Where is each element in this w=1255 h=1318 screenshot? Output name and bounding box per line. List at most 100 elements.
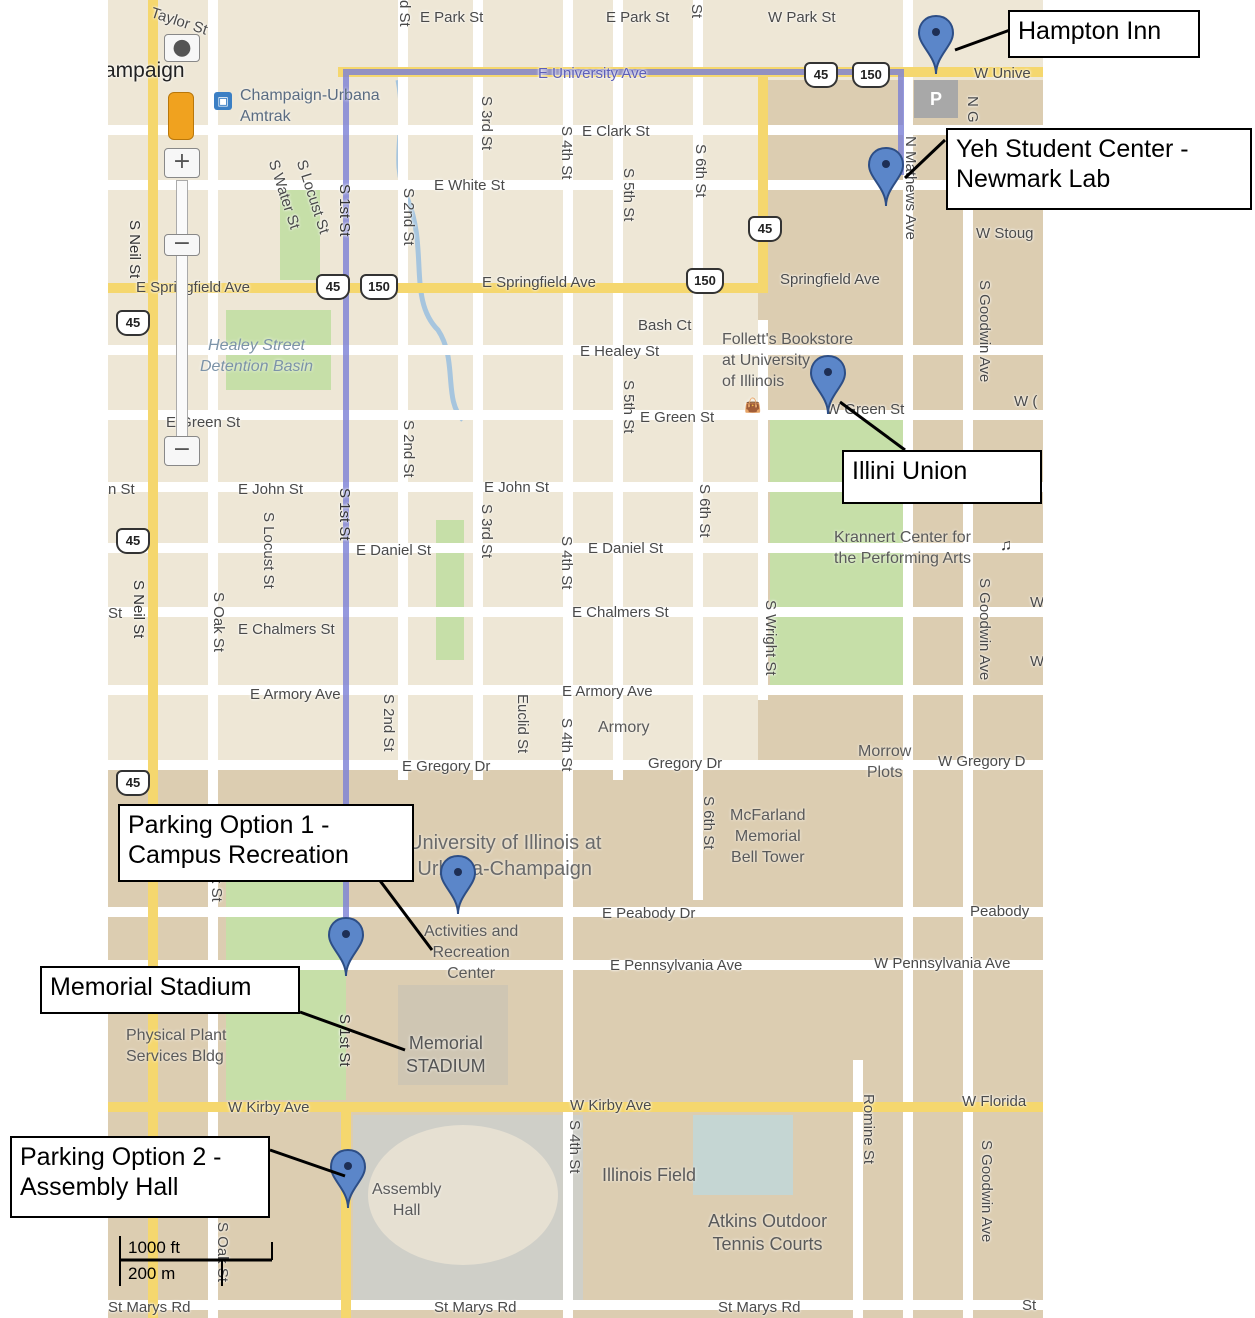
parking2-pin-icon[interactable] xyxy=(328,1148,368,1210)
street-daniel-e2: E Daniel St xyxy=(588,540,664,557)
street-second-1: S 2nd St xyxy=(400,188,417,246)
street-oak-1: S Oak St xyxy=(210,592,227,653)
yeh-pin-icon[interactable] xyxy=(866,146,906,208)
street-gregory: Gregory Dr xyxy=(648,755,723,772)
street-pennsylvania-e: E Pennsylvania Ave xyxy=(610,957,743,974)
street-goodwin-3: S Goodwin Ave xyxy=(978,1140,995,1243)
route-shield: 150 xyxy=(360,274,398,300)
street-stmarys-1: St Marys Rd xyxy=(108,1299,191,1316)
street-peabody-e: E Peabody Dr xyxy=(602,905,696,922)
street-florida-w: W Florida xyxy=(962,1093,1027,1110)
street-john-e1: E John St xyxy=(238,481,304,498)
street-gregory-w: W Gregory D xyxy=(938,753,1026,770)
atkins-label: Atkins Outdoor Tennis Courts xyxy=(708,1211,828,1255)
pan-control-icon[interactable]: ● xyxy=(164,34,200,62)
parking-icon: P xyxy=(914,80,958,118)
street-third-1: S 3rd St xyxy=(478,96,495,151)
route-shield: 45 xyxy=(748,216,782,242)
street-second-3: S 2nd St xyxy=(380,694,397,752)
callout-memorial-stadium: Memorial Stadium xyxy=(40,966,300,1014)
street-green-e2: E Green St xyxy=(640,409,715,426)
street-fourth-4: S 4th St xyxy=(566,1120,583,1174)
scale-bar: 1000 ft 200 m xyxy=(114,1232,284,1290)
callout-parking-option-2: Parking Option 2 - Assembly Hall xyxy=(10,1136,270,1218)
street-daniel-e1: E Daniel St xyxy=(356,542,432,559)
zoom-out-button[interactable]: − xyxy=(164,436,200,466)
folletts-label: Follett's Bookstore at University of Ill… xyxy=(722,331,854,390)
callout-illini-union: Illini Union xyxy=(842,450,1042,504)
hampton-pin-icon[interactable] xyxy=(916,14,956,76)
music-note-icon: ♫ xyxy=(1000,537,1012,554)
amtrak-label: Champaign-Urbana Amtrak xyxy=(240,87,380,125)
route-shield: 45 xyxy=(116,310,150,336)
street-first-2: S 1st St xyxy=(336,488,353,541)
street-park-e1: E Park St xyxy=(420,9,484,26)
street-stmarys-2: St Marys Rd xyxy=(434,1299,517,1316)
street-park-e2: E Park St xyxy=(606,9,670,26)
krannert-label: Krannert Center for the Performing Arts xyxy=(834,529,971,567)
street-second-2: S 2nd St xyxy=(400,420,417,478)
street-armory-w: W xyxy=(1030,653,1043,670)
route-shield: 150 xyxy=(686,268,724,294)
city-champaign: ampaign xyxy=(108,59,185,82)
memorial-stadium-label: Memorial STADIUM xyxy=(406,1033,486,1077)
street-stmarys-4: St xyxy=(1022,1297,1037,1314)
zoom-slider-handle[interactable]: − xyxy=(164,233,200,256)
street-chalmers-w: W xyxy=(1030,594,1043,611)
callout-hampton-inn: Hampton Inn xyxy=(1008,10,1200,58)
street-chalmers-e1: E Chalmers St xyxy=(238,621,335,638)
scale-ft: 1000 ft xyxy=(128,1238,180,1257)
street-goodwin-n: N G xyxy=(964,96,981,123)
pegman-icon[interactable] xyxy=(168,92,194,140)
scale-m: 200 m xyxy=(128,1264,176,1283)
street-john-e2: E John St xyxy=(484,479,550,496)
street-healey: E Healey St xyxy=(580,343,660,360)
street-first-3: S 1st St xyxy=(336,1014,353,1067)
callout-parking-option-1: Parking Option 1 - Campus Recreation xyxy=(118,804,414,882)
campus-map[interactable]: Taylor St E Park St E Park St W Park St … xyxy=(108,0,1043,1318)
street-fifth-1: S 5th St xyxy=(620,168,637,222)
illini-union-pin-icon[interactable] xyxy=(808,354,848,416)
street-pennsylvania-w: W Pennsylvania Ave xyxy=(874,955,1011,972)
zoom-control[interactable]: ● + − − xyxy=(164,34,202,474)
zoom-slider-track[interactable] xyxy=(176,180,188,446)
street-clark: E Clark St xyxy=(582,123,650,140)
street-john-n: n St xyxy=(108,481,135,498)
route-shield: 45 xyxy=(116,770,150,796)
street-sixth-1: S 6th St xyxy=(692,144,709,198)
street-neil-1: S Neil St xyxy=(126,220,143,279)
arc-pin-icon[interactable] xyxy=(438,854,478,916)
street-chalmers-e2: E Chalmers St xyxy=(572,604,669,621)
mcfarland-label: McFarland Memorial Bell Tower xyxy=(730,807,806,866)
healey-basin-label: Healey Street Detention Basin xyxy=(200,337,313,375)
parking1-pin-icon[interactable] xyxy=(326,916,366,978)
street-park-st-h: St xyxy=(688,4,705,19)
route-shield: 45 xyxy=(804,62,838,88)
arc-label: Activities and Recreation Center xyxy=(424,923,519,982)
street-chalmers-st: St xyxy=(108,605,123,622)
street-armory-e2: E Armory Ave xyxy=(562,683,653,700)
street-first-1: S 1st St xyxy=(336,184,353,237)
street-gregory-e: E Gregory Dr xyxy=(402,758,491,775)
route-shield: 150 xyxy=(852,62,890,88)
street-neil-2: S Neil St xyxy=(130,580,147,639)
street-locust-2: S Locust St xyxy=(260,512,277,589)
street-university-w: W Unive xyxy=(974,65,1031,82)
street-stoughton: W Stoug xyxy=(976,225,1034,242)
street-euclid: Euclid St xyxy=(514,694,531,754)
street-sixth-2: S 6th St xyxy=(696,484,713,538)
zoom-in-button[interactable]: + xyxy=(164,148,200,178)
physical-plant-label: Physical Plant Services Bldg xyxy=(126,1027,227,1065)
armory-label: Armory xyxy=(598,719,650,736)
street-third-2: S 3rd St xyxy=(478,504,495,559)
train-station-icon: ▣ xyxy=(214,92,232,110)
street-park-st-d: d St xyxy=(396,0,413,27)
scale-bar-lines xyxy=(119,1236,273,1286)
street-kirby-w2: W Kirby Ave xyxy=(570,1097,652,1114)
street-green-wc: W ( xyxy=(1014,393,1038,410)
street-goodwin-2: S Goodwin Ave xyxy=(976,578,993,681)
street-peabody: Peabody xyxy=(970,903,1030,920)
street-sixth-3: S 6th St xyxy=(700,796,717,850)
street-springfield-e2: E Springfield Ave xyxy=(482,274,596,291)
route-shield: 45 xyxy=(116,528,150,554)
